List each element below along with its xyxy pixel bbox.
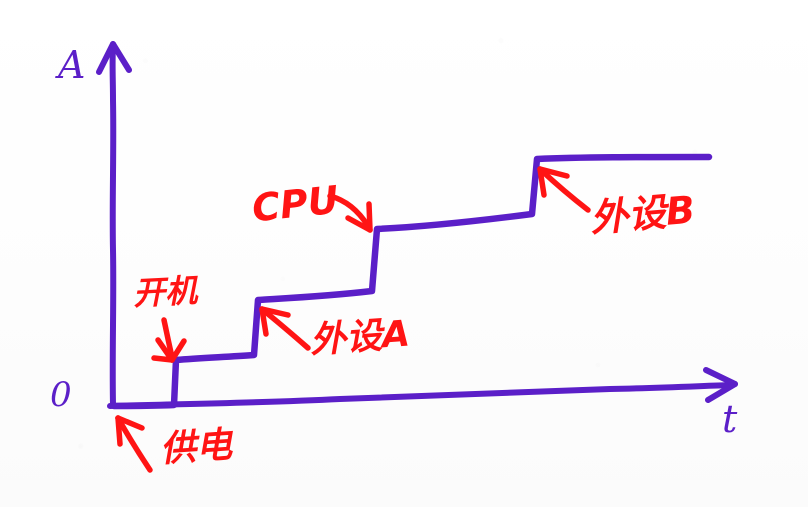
staircase-curve	[110, 153, 713, 410]
x-axis-label: t	[722, 397, 738, 441]
peripheral-b-arrow	[537, 166, 591, 213]
boot-arrow	[151, 317, 187, 363]
cpu-arrow	[327, 193, 373, 233]
annotation-peripheral-b: 外设B	[588, 187, 697, 241]
power-arrow	[115, 415, 153, 473]
x-axis	[107, 367, 738, 409]
peripheral-a-arrow	[259, 306, 311, 351]
annotation-power: 供电	[158, 424, 234, 471]
origin-label: 0	[50, 375, 72, 415]
annotation-cpu: CPU	[249, 177, 341, 231]
annotation-peripheral-a: 外设A	[308, 313, 412, 362]
annotation-boot: 开机	[132, 271, 198, 313]
y-axis	[96, 41, 132, 408]
y-axis-label: A	[58, 43, 86, 87]
